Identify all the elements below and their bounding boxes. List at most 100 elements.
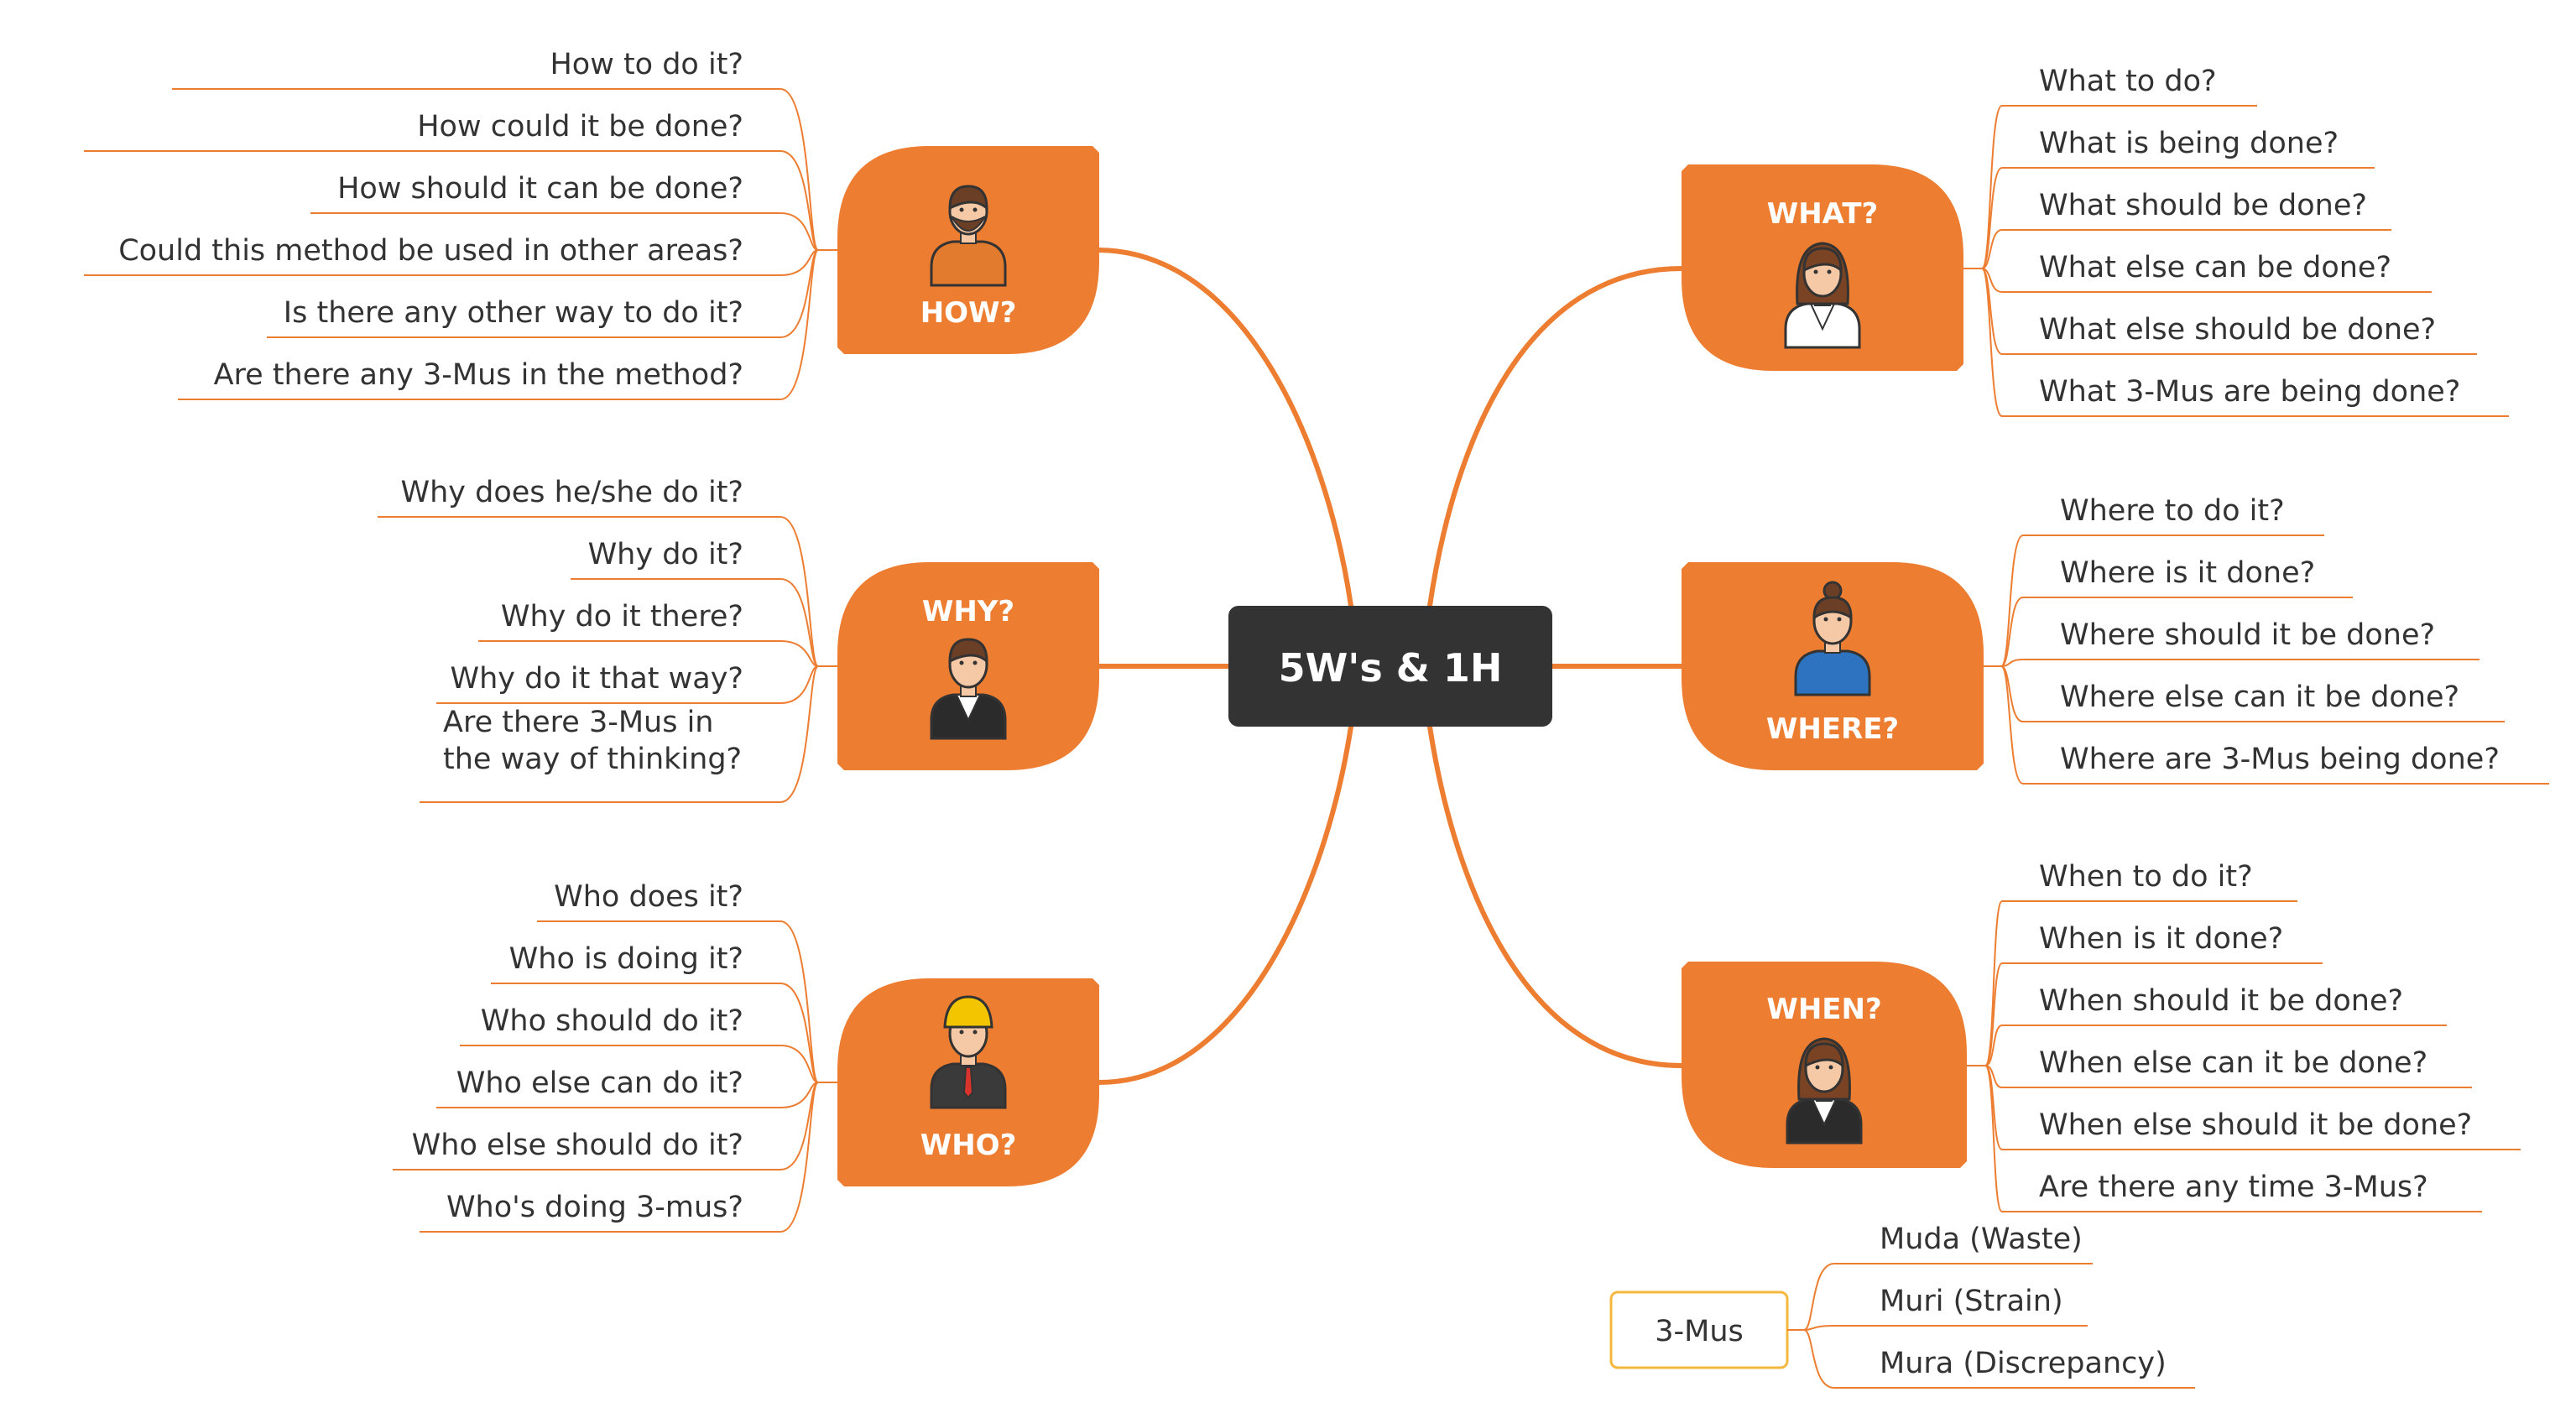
leaf-item-how[interactable]: Are there any 3-Mus in the method?	[214, 358, 743, 392]
branch-who	[1097, 724, 1353, 1085]
icon-body	[930, 240, 1007, 287]
leaf-item-who[interactable]: Who should do it?	[481, 1004, 743, 1038]
central-topic-box[interactable]	[1228, 606, 1552, 727]
leaf-connector	[1981, 268, 2019, 417]
icon-eye	[1828, 1065, 1833, 1070]
leaf-item-what[interactable]: What else should be done?	[2039, 313, 2436, 347]
leaf-item-when[interactable]: When is it done?	[2039, 922, 2283, 956]
leaf-item-when[interactable]: When else can it be done?	[2039, 1046, 2427, 1080]
icon-beard	[951, 216, 986, 232]
topic-where[interactable]: WHERE?	[1682, 562, 1984, 770]
leaf-connector	[1981, 229, 2019, 269]
leaf-connector	[764, 249, 819, 276]
leaf-group-when: When to do it? When is it done? When shoul…	[1967, 860, 2521, 1212]
legend-3-mus: 3-Mus Muda (Waste) Muri (Strain) Mura (Disc…	[1609, 1223, 2195, 1389]
leaf-item-where[interactable]: Where are 3-Mus being done?	[2060, 743, 2500, 776]
leaf-item-how[interactable]: Could this method be used in other areas…	[118, 234, 743, 268]
leaf-item-what[interactable]: What else can be done?	[2039, 251, 2391, 284]
leaf-connector	[1981, 268, 2019, 293]
leaf-item-who[interactable]: Who's doing 3-mus?	[446, 1191, 743, 1224]
leaf-item-who[interactable]: Who is doing it?	[509, 942, 743, 976]
branch-what	[1427, 266, 1684, 608]
leaf-connector	[1984, 900, 2019, 1066]
leaf-item-how[interactable]: How should it can be done?	[337, 172, 743, 206]
leaf-group-why: Why does he/she do it? Why do it? Why do i…	[378, 476, 837, 803]
leaf-item-how[interactable]: How could it be done?	[417, 110, 743, 143]
leaf-item-why[interactable]: Why do it?	[588, 538, 743, 571]
leaf-connector	[764, 1082, 819, 1108]
leaf-item-what[interactable]: What should be done?	[2039, 189, 2367, 222]
branch-connectors	[1097, 248, 1684, 1085]
leaf-item-when[interactable]: Are there any time 3-Mus?	[2039, 1171, 2428, 1204]
leaf-item-what[interactable]: What is being done?	[2039, 127, 2339, 160]
leaf-item-what[interactable]: What 3-Mus are being done?	[2039, 375, 2460, 409]
leaf-item-how[interactable]: How to do it?	[550, 48, 743, 81]
leaf-connector	[1984, 1025, 2019, 1066]
legend-item[interactable]: Muda (Waste)	[1880, 1223, 2083, 1256]
icon-hair	[1802, 247, 1843, 274]
icon-body	[1794, 649, 1871, 696]
leaf-item-where[interactable]: Where to do it?	[2060, 494, 2285, 528]
leaf-connector	[1981, 167, 2019, 269]
topic-how[interactable]: HOW?	[837, 146, 1099, 354]
leaf-group-what: What to do? What is being done? What shoul…	[1963, 65, 2509, 417]
topic-what[interactable]: WHAT?	[1682, 164, 1963, 371]
icon-eye	[973, 1030, 978, 1035]
leaf-item-why[interactable]: Why does he/she do it?	[400, 476, 743, 509]
leaf-connector	[1981, 105, 2019, 269]
leaf-item-where[interactable]: Where should it be done?	[2060, 618, 2435, 652]
topic-label-where: WHERE?	[1766, 712, 1899, 746]
leaf-connector	[764, 88, 819, 251]
legend-item[interactable]: Muri (Strain)	[1880, 1285, 2063, 1318]
topic-why[interactable]: WHY?	[837, 562, 1099, 770]
leaf-item-who[interactable]: Who else should do it?	[412, 1129, 743, 1162]
leaf-connector	[764, 665, 819, 704]
topic-label-what: WHAT?	[1767, 197, 1879, 231]
leaf-item-why[interactable]: Why do it that way?	[450, 662, 743, 696]
branch-how	[1097, 248, 1353, 608]
leaf-item-when[interactable]: When to do it?	[2039, 860, 2253, 894]
leaf-connector	[2000, 597, 2040, 667]
icon-eye	[959, 660, 964, 665]
topic-who[interactable]: WHO?	[837, 978, 1099, 1186]
legend-connector	[1803, 1329, 1861, 1389]
leaf-item-who[interactable]: Who else can do it?	[456, 1066, 743, 1100]
leaf-connector	[764, 1045, 819, 1083]
icon-eye	[1823, 617, 1828, 622]
legend-title: 3-Mus	[1655, 1315, 1744, 1348]
leaf-connector	[764, 212, 819, 251]
topic-when[interactable]: WHEN?	[1682, 962, 1967, 1168]
leaf-item-what[interactable]: What to do?	[2039, 65, 2217, 98]
branch-when	[1427, 724, 1684, 1068]
icon-eye	[959, 207, 964, 212]
leaf-item-why[interactable]: Why do it there?	[501, 600, 743, 634]
icon-eye	[959, 1030, 964, 1035]
leaf-item-how[interactable]: Is there any other way to do it?	[284, 296, 743, 330]
icon-hair	[1812, 596, 1853, 620]
leaf-connector	[1984, 1065, 2019, 1088]
bearded-man-icon	[930, 185, 1007, 287]
icon-hair	[948, 185, 988, 211]
icon-eye	[1815, 1065, 1820, 1070]
leaf-item-who[interactable]: Who does it?	[554, 880, 743, 914]
topic-label-why: WHY?	[922, 595, 1014, 628]
leaf-item-where[interactable]: Where else can it be done?	[2060, 680, 2459, 714]
man-vest-icon	[930, 638, 1007, 740]
leaf-connector	[1984, 1065, 2019, 1212]
leaf-item-when[interactable]: When else should it be done?	[2039, 1108, 2472, 1142]
legend-item[interactable]: Mura (Discrepancy)	[1880, 1347, 2167, 1380]
leaf-connector	[2000, 659, 2040, 667]
central-topic[interactable]: 5W's & 1H	[1228, 606, 1552, 727]
leaf-item-where[interactable]: Where is it done?	[2060, 556, 2315, 590]
leaf-item-when[interactable]: When should it be done?	[2039, 984, 2403, 1018]
leaf-connector	[764, 249, 819, 400]
topic-label-who: WHO?	[920, 1129, 1017, 1162]
woman-blazer-icon	[1786, 1037, 1863, 1144]
legend-connector	[1803, 1263, 1861, 1331]
leaf-connector	[2000, 665, 2040, 785]
icon-eye	[1827, 269, 1832, 274]
icon-eye	[1837, 617, 1842, 622]
leaf-connector	[764, 150, 819, 251]
